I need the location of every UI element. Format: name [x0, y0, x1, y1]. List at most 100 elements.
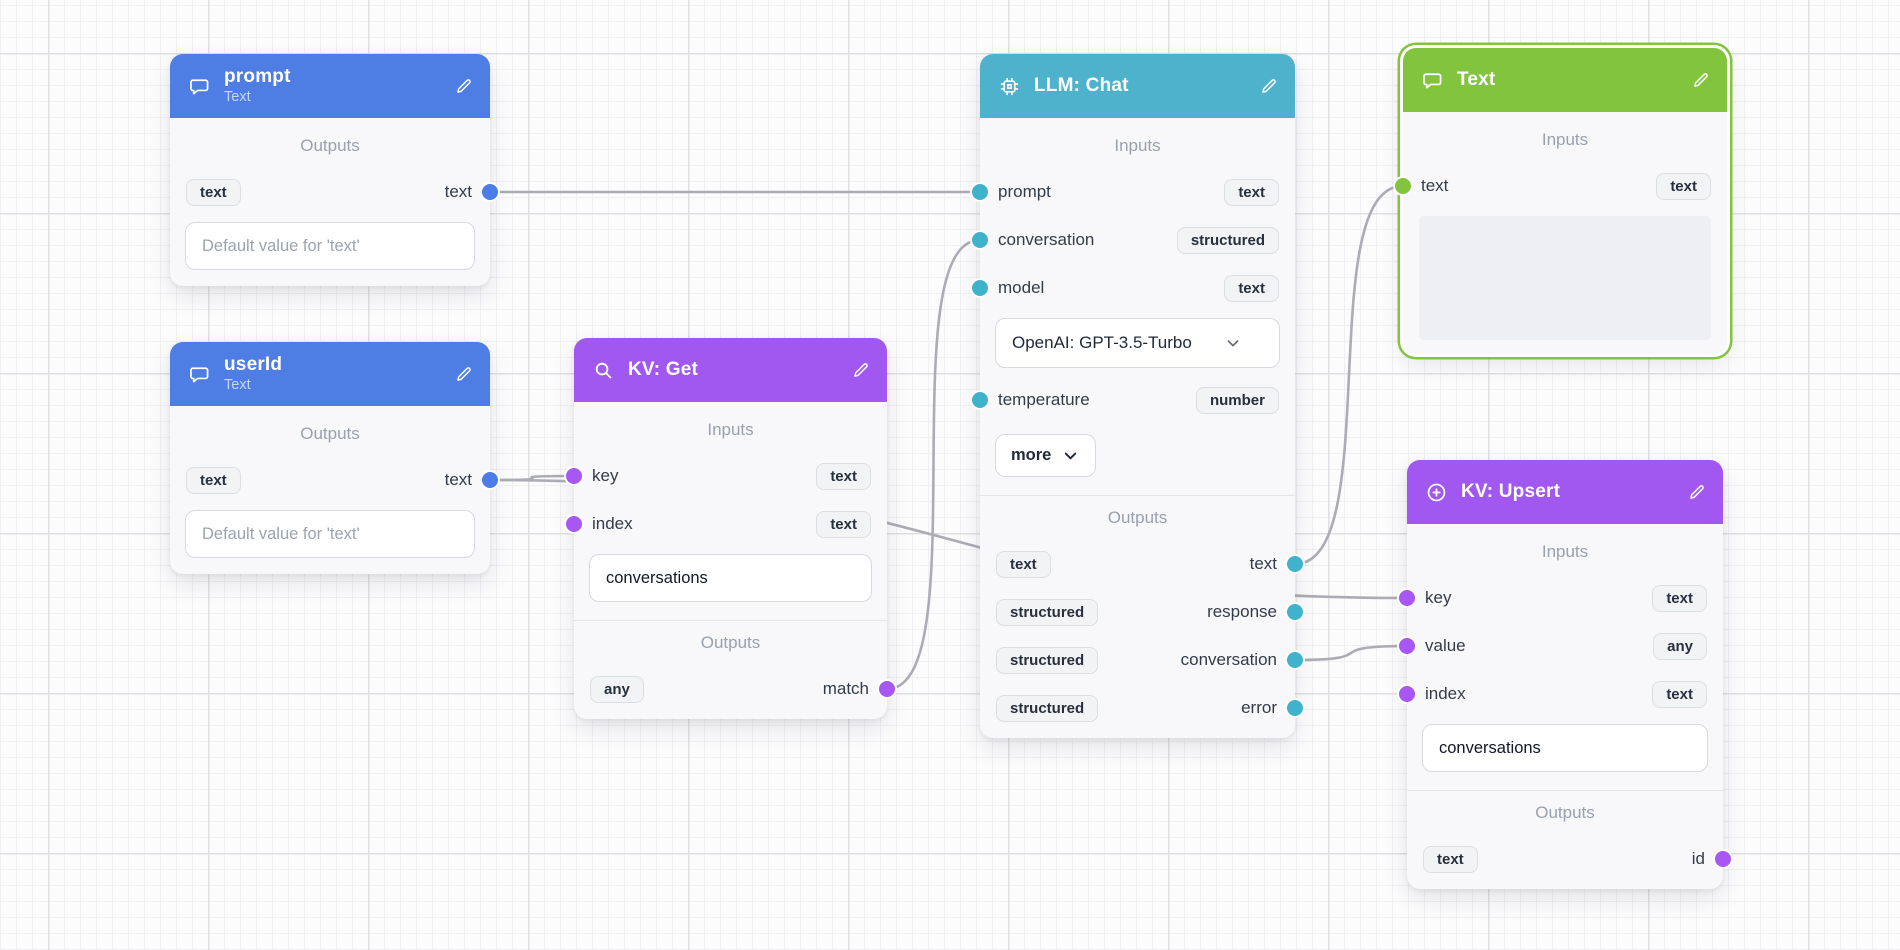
port-kvupsert-in-key[interactable]: [1399, 590, 1415, 606]
node-subtitle: Text: [224, 88, 251, 105]
value-field[interactable]: [589, 554, 872, 602]
type-badge: text: [996, 550, 1051, 578]
port-kvget-in-key[interactable]: [566, 468, 582, 484]
type-badge: structured: [1176, 226, 1279, 254]
port-label: prompt: [998, 182, 1051, 201]
port-kvupsert-out-id[interactable]: [1715, 851, 1731, 867]
section-heading: Inputs: [1114, 136, 1161, 155]
port-kvget-out-match[interactable]: [879, 681, 895, 697]
node-title-block: KV: Get: [628, 358, 838, 381]
edit-pencil-icon[interactable]: [454, 76, 474, 96]
port-llm-in-prompt[interactable]: [972, 184, 988, 200]
wire-kvget-to-llm: [885, 238, 982, 691]
chat-bubble-icon: [188, 75, 211, 98]
model-select[interactable]: OpenAI: GPT-3.5-Turbo: [995, 318, 1280, 368]
edit-pencil-icon[interactable]: [851, 360, 871, 380]
node-header-kvget[interactable]: KV: Get: [574, 338, 887, 402]
type-badge: any: [1653, 632, 1707, 660]
type-badge: text: [1652, 584, 1707, 612]
node-header-llm[interactable]: LLM: Chat: [980, 54, 1295, 118]
port-llm-out-response[interactable]: [1287, 604, 1303, 620]
port-label: error: [1241, 698, 1277, 717]
port-userid-out-text[interactable]: [482, 472, 498, 488]
port-kvupsert-in-index[interactable]: [1399, 686, 1415, 702]
port-label: response: [1207, 602, 1277, 621]
input-row-conversation: conversation structured: [972, 216, 1295, 264]
port-kvget-in-index[interactable]: [566, 516, 582, 532]
node-body: InputskeytextvalueanyindextextOutputstex…: [1399, 524, 1731, 889]
type-badge: number: [1195, 386, 1279, 414]
input-row-text: text text: [1395, 162, 1727, 210]
type-badge: text: [1224, 178, 1279, 206]
edit-pencil-icon[interactable]: [1259, 76, 1279, 96]
type-badge: text: [816, 462, 871, 490]
type-badge: text: [186, 466, 241, 494]
wire-llm-to-kvupsert: [1293, 644, 1409, 662]
edit-pencil-icon[interactable]: [454, 364, 474, 384]
port-kvupsert-in-value[interactable]: [1399, 638, 1415, 654]
port-label: id: [1691, 849, 1705, 868]
value-field-wrap: [1422, 724, 1708, 772]
port-llm-out-text[interactable]: [1287, 556, 1303, 572]
input-row-key: key text: [566, 452, 887, 500]
node-title-block: Text: [1457, 69, 1678, 91]
search-icon: [592, 359, 615, 382]
wire-llm-to-text: [1293, 184, 1405, 566]
port-llm-in-model[interactable]: [972, 280, 988, 296]
more-button-label: more: [1011, 446, 1052, 464]
node-title: userId: [224, 354, 283, 376]
edit-pencil-icon[interactable]: [1691, 70, 1711, 90]
section-heading: Inputs: [1541, 542, 1589, 561]
node-body: Inputs prompt text conversation structured mo…: [972, 118, 1303, 738]
type-badge: text: [1652, 680, 1707, 708]
port-llm-in-conversation[interactable]: [972, 232, 988, 248]
value-field-wrap: [589, 554, 872, 602]
node-header-text[interactable]: Text: [1403, 48, 1727, 112]
value-field-wrap: [185, 510, 475, 558]
node-title-block: KV: Upsert: [1461, 481, 1674, 503]
more-button[interactable]: more: [995, 434, 1097, 477]
node-kvget[interactable]: KV: GetInputskeytextindextextOutputsanym…: [566, 338, 895, 719]
port-label: key: [592, 466, 619, 485]
value-field[interactable]: [185, 510, 475, 558]
chip-icon: [998, 75, 1021, 98]
value-field[interactable]: [1422, 724, 1708, 772]
type-badge: text: [816, 510, 871, 538]
port-llm-out-conversation[interactable]: [1287, 652, 1303, 668]
node-header-kvupsert[interactable]: KV: Upsert: [1407, 460, 1723, 524]
port-label: conversation: [998, 230, 1095, 249]
chevron-down-icon: [1061, 446, 1080, 465]
port-prompt-out-text[interactable]: [482, 184, 498, 200]
port-label: index: [592, 514, 633, 533]
port-text-in-text[interactable]: [1395, 178, 1411, 194]
edit-pencil-icon[interactable]: [1687, 482, 1707, 502]
type-badge: text: [186, 178, 241, 206]
port-label: text: [1421, 176, 1449, 195]
node-title: KV: Get: [628, 358, 699, 380]
node-subtitle: Text: [224, 376, 251, 393]
port-llm-in-temperature[interactable]: [972, 392, 988, 408]
port-label: text: [444, 470, 472, 489]
section-heading: Outputs: [300, 136, 360, 155]
value-field[interactable]: [185, 222, 475, 270]
plus-circle-icon: [1425, 481, 1448, 504]
type-badge: text: [1656, 172, 1711, 200]
node-body: InputskeytextindextextOutputsanymatch: [566, 402, 895, 719]
port-llm-out-error[interactable]: [1287, 700, 1303, 716]
